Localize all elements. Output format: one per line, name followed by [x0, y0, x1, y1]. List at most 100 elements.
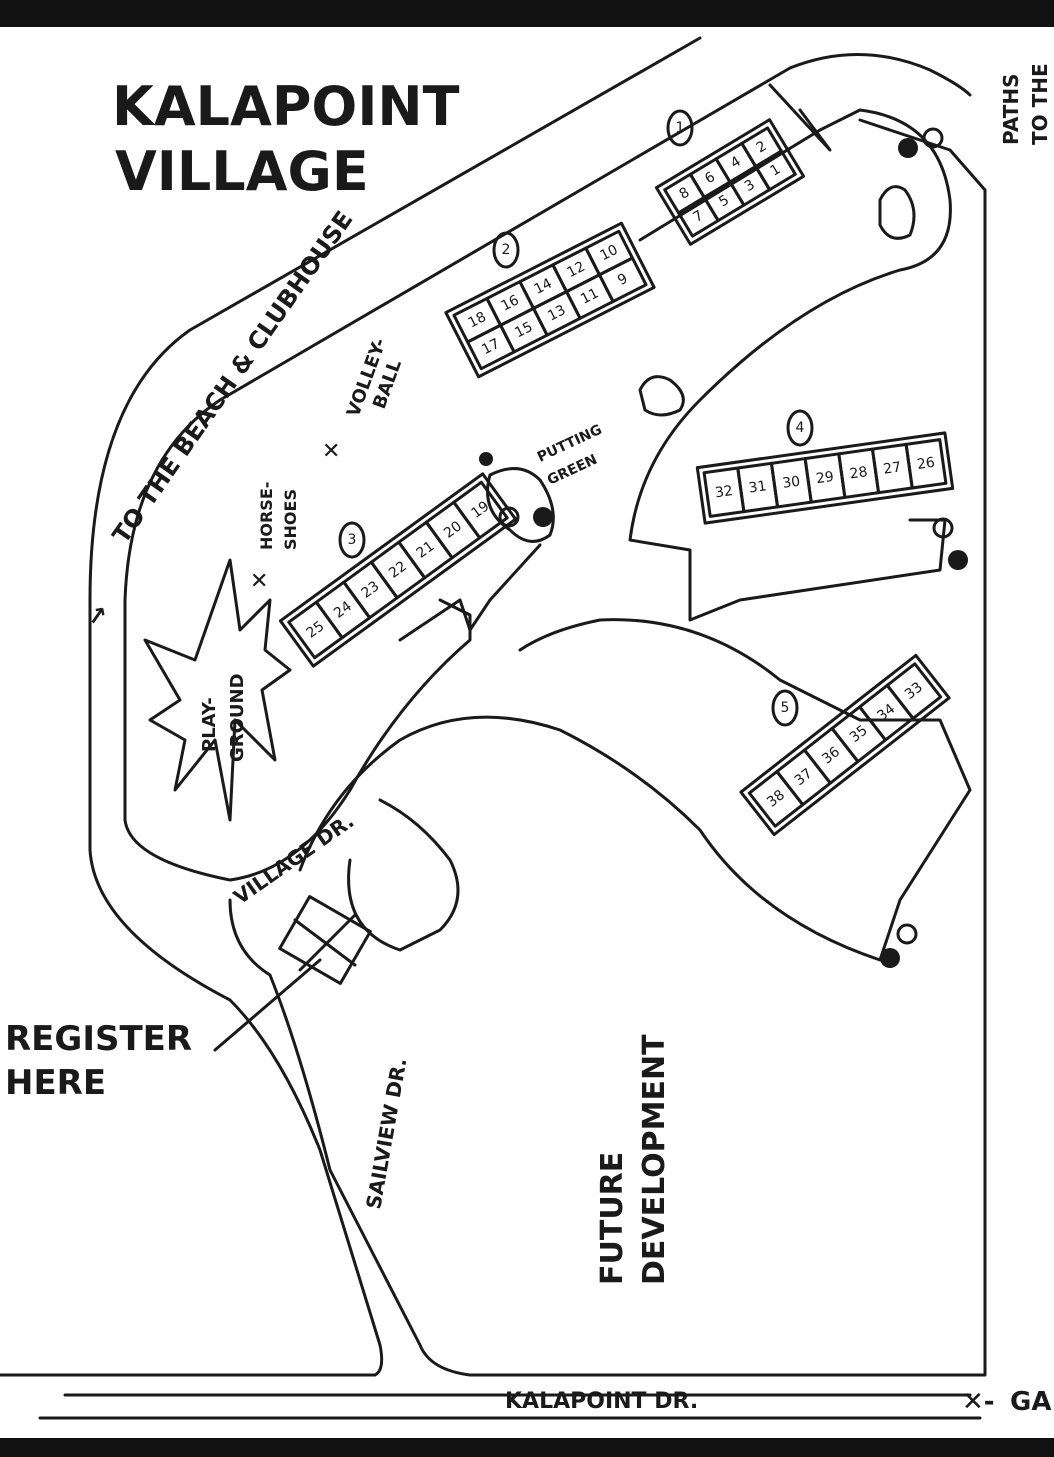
unit-number: 6	[702, 169, 718, 187]
building-number: 2	[502, 242, 511, 258]
horseshoes-label-2: SHOES	[281, 489, 300, 550]
unit-number: 11	[578, 285, 601, 307]
light-post-icon	[533, 507, 553, 527]
building-number-badge: 1	[666, 109, 694, 147]
unit-number: 38	[764, 787, 788, 811]
unit-number: 37	[792, 766, 816, 790]
unit-number: 35	[847, 722, 871, 746]
hydrant-icon	[922, 127, 944, 149]
unit-number: 2	[754, 138, 770, 156]
building-number-badge: 5	[771, 689, 799, 727]
playground-star	[143, 558, 292, 822]
registration-office[interactable]	[278, 895, 372, 985]
unit-number: 26	[916, 455, 936, 473]
unit-number: 14	[532, 275, 555, 297]
unit-number: 27	[882, 459, 902, 477]
building-number: 4	[796, 420, 805, 436]
loop-road	[298, 108, 972, 962]
bottom-border	[0, 1438, 1054, 1457]
putting-green-shape	[486, 467, 555, 543]
unit-number: 24	[331, 598, 355, 621]
building-4: 32 31 30 29 28 27 26	[695, 431, 955, 525]
playground-label-2: GROUND	[227, 673, 248, 762]
unit-number: 9	[615, 271, 630, 289]
unit-number: 8	[677, 184, 693, 202]
parking-spur-3	[398, 543, 542, 642]
unit-number: 33	[902, 679, 926, 703]
kalapoint-dr-label: KALAPOINT DR.	[505, 1389, 698, 1414]
building-number-badge: 3	[338, 521, 366, 559]
unit-26[interactable]: 26	[904, 438, 948, 490]
building-outline	[444, 221, 656, 379]
unit-number: 18	[466, 309, 489, 331]
building-number: 5	[781, 700, 790, 716]
light-post-icon	[880, 948, 900, 968]
hydrant-icon	[932, 517, 954, 539]
gate-marker-icon: ✕-	[962, 1387, 995, 1417]
outer-road-edge	[0, 36, 702, 1377]
pond-1	[878, 185, 916, 240]
sailview-road-edge	[228, 118, 987, 1377]
top-connector	[768, 53, 972, 152]
future-label-1: FUTURE	[595, 1152, 630, 1285]
horseshoes-marker-icon: ✕	[250, 569, 268, 594]
unit-number: 29	[815, 469, 835, 487]
building-outline	[739, 653, 951, 837]
unit-number: 17	[479, 336, 502, 358]
pond-2	[638, 375, 685, 417]
unit-number: 32	[714, 483, 734, 501]
register-label-1: REGISTER	[5, 1019, 192, 1059]
register-pointer	[213, 958, 322, 1052]
paths-label-2: TO THE	[1028, 63, 1052, 145]
unit-number: 1	[768, 161, 784, 179]
register-loop	[347, 798, 460, 952]
unit-number: 36	[819, 744, 843, 768]
hydrant-icon	[896, 923, 918, 945]
light-post-icon	[898, 138, 918, 158]
unit-number: 21	[414, 538, 438, 561]
building-outline	[654, 118, 806, 246]
unit-number: 20	[441, 518, 465, 541]
building-number-badge: 2	[492, 231, 520, 269]
volleyball-marker-icon: ✕	[322, 439, 340, 464]
unit-number: 5	[716, 192, 732, 210]
unit-number: 28	[849, 464, 869, 482]
sailview-dr-label: SAILVIEW DR.	[361, 1056, 411, 1211]
unit-number: 13	[545, 302, 568, 324]
playground-label-1: PLAY-	[199, 697, 220, 752]
future-label-2: DEVELOPMENT	[637, 1034, 672, 1285]
unit-number: 12	[565, 259, 588, 281]
register-label-2: HERE	[5, 1063, 106, 1103]
unit-number: 15	[512, 319, 535, 341]
building-outline	[695, 431, 955, 525]
unit-number: 3	[742, 177, 758, 195]
unit-number: 7	[690, 208, 706, 226]
unit-number: 10	[598, 242, 621, 264]
map-title-line2: VILLAGE	[115, 140, 369, 203]
gate-label: GA	[1010, 1387, 1051, 1417]
unit-number: 30	[781, 474, 801, 492]
building-outline	[278, 472, 518, 668]
paths-label-1: PATHS	[999, 73, 1023, 145]
village-dr-label: VILLAGE DR.	[229, 809, 358, 909]
building-2: 18 16 14 12 10 17 15 13 11 9	[444, 221, 656, 379]
building-number: 1	[676, 120, 685, 136]
unit-number: 22	[386, 558, 410, 581]
unit-number: 4	[728, 154, 744, 172]
light-post-icon	[479, 452, 493, 466]
unit-number: 16	[499, 292, 522, 314]
beach-arrow-icon: →	[80, 599, 114, 632]
unit-number: 25	[304, 618, 328, 641]
top-border	[0, 0, 1054, 27]
map-title-line1: KALAPOINT	[112, 75, 460, 138]
light-post-icon	[948, 550, 968, 570]
unit-number: 31	[748, 478, 768, 496]
building-number: 3	[348, 532, 357, 548]
horseshoes-label-1: HORSE-	[257, 482, 276, 550]
building-number-badge: 4	[786, 409, 814, 447]
unit-number: 23	[359, 578, 383, 601]
